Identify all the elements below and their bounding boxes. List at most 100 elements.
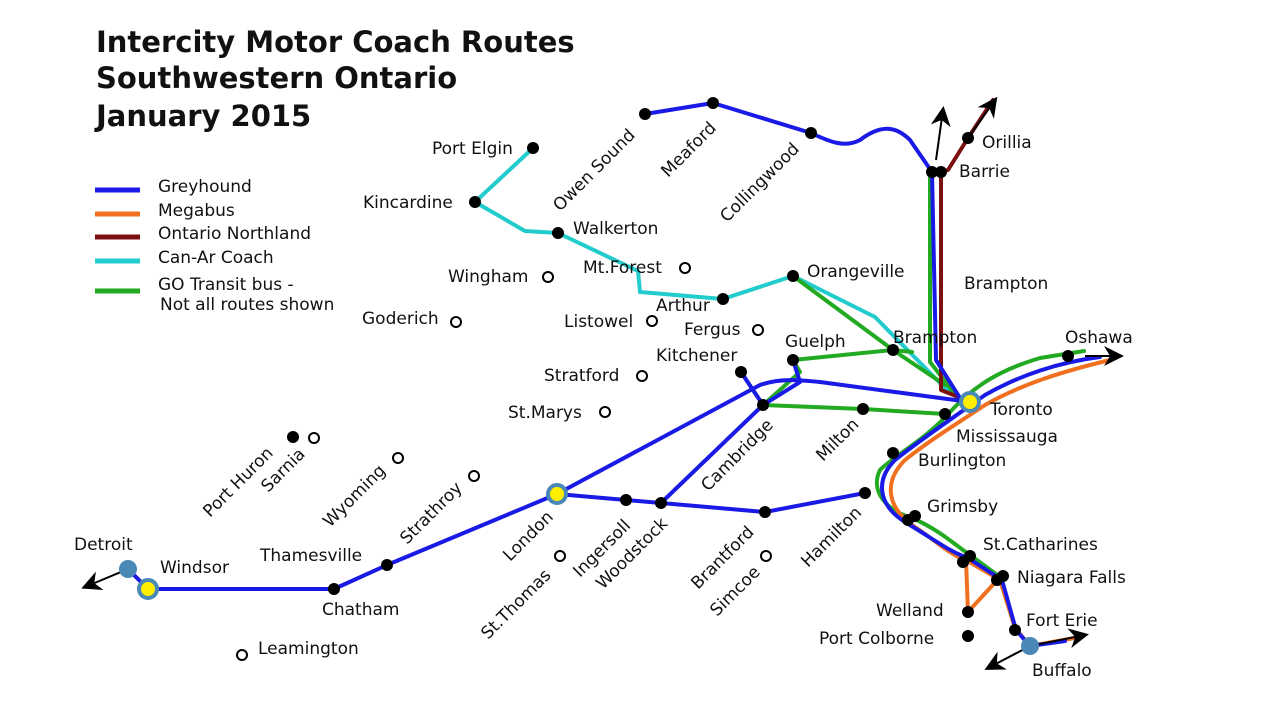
town-st-marys (599, 406, 611, 418)
label-orillia: Orillia (982, 133, 1032, 153)
stop-fort-erie (1009, 624, 1021, 636)
label-owen-sound: Owen Sound (549, 125, 639, 215)
stop-st-catharines-b (964, 550, 976, 562)
label-toronto: Toronto (989, 400, 1053, 420)
stop-thamesville (381, 559, 393, 571)
stop-mississauga (939, 408, 951, 420)
town-wingham (542, 271, 554, 283)
stop-niagara-falls-b (997, 570, 1009, 582)
route-greyhound-lakeshore (880, 355, 1102, 648)
route-greyhound-london-kitchener-toronto (555, 378, 972, 496)
town-simcoe (760, 550, 772, 562)
label-milton: Milton (812, 415, 863, 466)
label-listowel: Listowel (564, 312, 633, 332)
stop-brampton (887, 344, 899, 356)
label-kitchener: Kitchener (656, 346, 737, 366)
stop-guelph (787, 354, 799, 366)
stop-orillia (962, 132, 974, 144)
label-chatham: Chatham (322, 600, 399, 620)
town-st-thomas (554, 550, 566, 562)
route-greyhound-kitchener-guelph (739, 358, 802, 407)
town-strathroy (468, 470, 480, 482)
stop-walkerton (552, 227, 564, 239)
stop-port-huron (287, 431, 299, 443)
label-st-marys: St.Marys (508, 403, 582, 423)
town-sarnia (308, 432, 320, 444)
arrow-barrie-north (930, 106, 951, 161)
route-go-brampton-toronto (891, 348, 947, 387)
route-go-barrie-toronto (928, 171, 960, 400)
arrow-buffalo-east (1029, 628, 1089, 648)
label-fergus: Fergus (684, 320, 741, 340)
stop-cambridge (757, 399, 769, 411)
town-goderich (450, 316, 462, 328)
label-arthur: Arthur (656, 296, 710, 316)
route-go-cambridge-milton-mississauga (761, 403, 947, 416)
legend-label-go-transit: GO Transit bus - (158, 275, 294, 295)
legend-label-go-transit-note: Not all routes shown (160, 295, 334, 315)
label-meaford: Meaford (657, 118, 720, 181)
town-wyoming (392, 452, 404, 464)
stop-meaford (707, 97, 719, 109)
legend: Greyhound Megabus Ontario Northland Can-… (95, 177, 334, 315)
label-brampton: Brampton (893, 328, 977, 348)
town-leamington (236, 649, 248, 661)
label-burlington: Burlington (918, 451, 1006, 471)
hub-windsor (137, 578, 159, 600)
label-guelph: Guelph (785, 332, 846, 352)
hub-london (546, 483, 568, 505)
stops (119, 97, 1074, 661)
stop-hamilton (859, 487, 871, 499)
label-collingwood: Collingwood (716, 139, 803, 226)
label-barrie: Barrie (959, 162, 1010, 182)
label-kincardine: Kincardine (363, 193, 453, 213)
stop-barrie-b (935, 166, 947, 178)
stop-grimsby-b (909, 510, 921, 522)
label-windsor: Windsor (160, 558, 229, 578)
stop-brantford (759, 506, 771, 518)
stop-port-elgin (527, 142, 539, 154)
map-title-line-2: Southwestern Ontario (96, 61, 457, 95)
label-buffalo: Buffalo (1032, 661, 1092, 681)
town-stratford (636, 370, 648, 382)
label-niagara-falls: Niagara Falls (1017, 568, 1126, 588)
stop-collingwood (805, 127, 817, 139)
stop-woodstock (655, 497, 667, 509)
label-leamington: Leamington (258, 639, 359, 659)
label-welland: Welland (876, 601, 944, 621)
legend-label-canar: Can-Ar Coach (158, 248, 274, 268)
hub-toronto (959, 391, 981, 413)
legend-label-ontario-northland: Ontario Northland (158, 224, 311, 244)
route-go-lakeshore (874, 349, 1086, 579)
stop-milton (857, 403, 869, 415)
label-grimsby: Grimsby (927, 497, 998, 517)
stop-arthur (717, 293, 729, 305)
legend-label-megabus: Megabus (158, 201, 235, 221)
stop-port-colborne (962, 630, 974, 642)
route-greyhound-woodstock-cambridge (659, 403, 765, 505)
label-orangeville: Orangeville (807, 262, 905, 282)
label-st-catharines: St.Catharines (983, 535, 1098, 555)
label-walkerton: Walkerton (573, 219, 658, 239)
legend-label-greyhound: Greyhound (158, 177, 252, 197)
stop-buffalo (1021, 637, 1039, 655)
map-title-line-3: January 2015 (94, 99, 311, 133)
stop-barrie-a (926, 166, 938, 178)
label-fort-erie: Fort Erie (1026, 611, 1098, 631)
stop-kincardine (469, 196, 481, 208)
stop-owen-sound (639, 108, 651, 120)
stop-kitchener (735, 366, 747, 378)
route-go-guelph-brampton (791, 348, 895, 362)
label-stratford: Stratford (544, 366, 619, 386)
stop-welland (962, 606, 974, 618)
arrow-orillia-north (967, 96, 998, 139)
label-st-thomas: St.Thomas (477, 565, 555, 643)
stop-burlington (887, 447, 899, 459)
route-greyhound-windsor-london (146, 492, 559, 591)
label-detroit: Detroit (74, 535, 133, 555)
route-canar-port-elgin-orangeville (473, 146, 795, 301)
label-wingham: Wingham (448, 267, 528, 287)
label-thamesville: Thamesville (259, 546, 362, 566)
label-hamilton: Hamilton (797, 503, 866, 572)
